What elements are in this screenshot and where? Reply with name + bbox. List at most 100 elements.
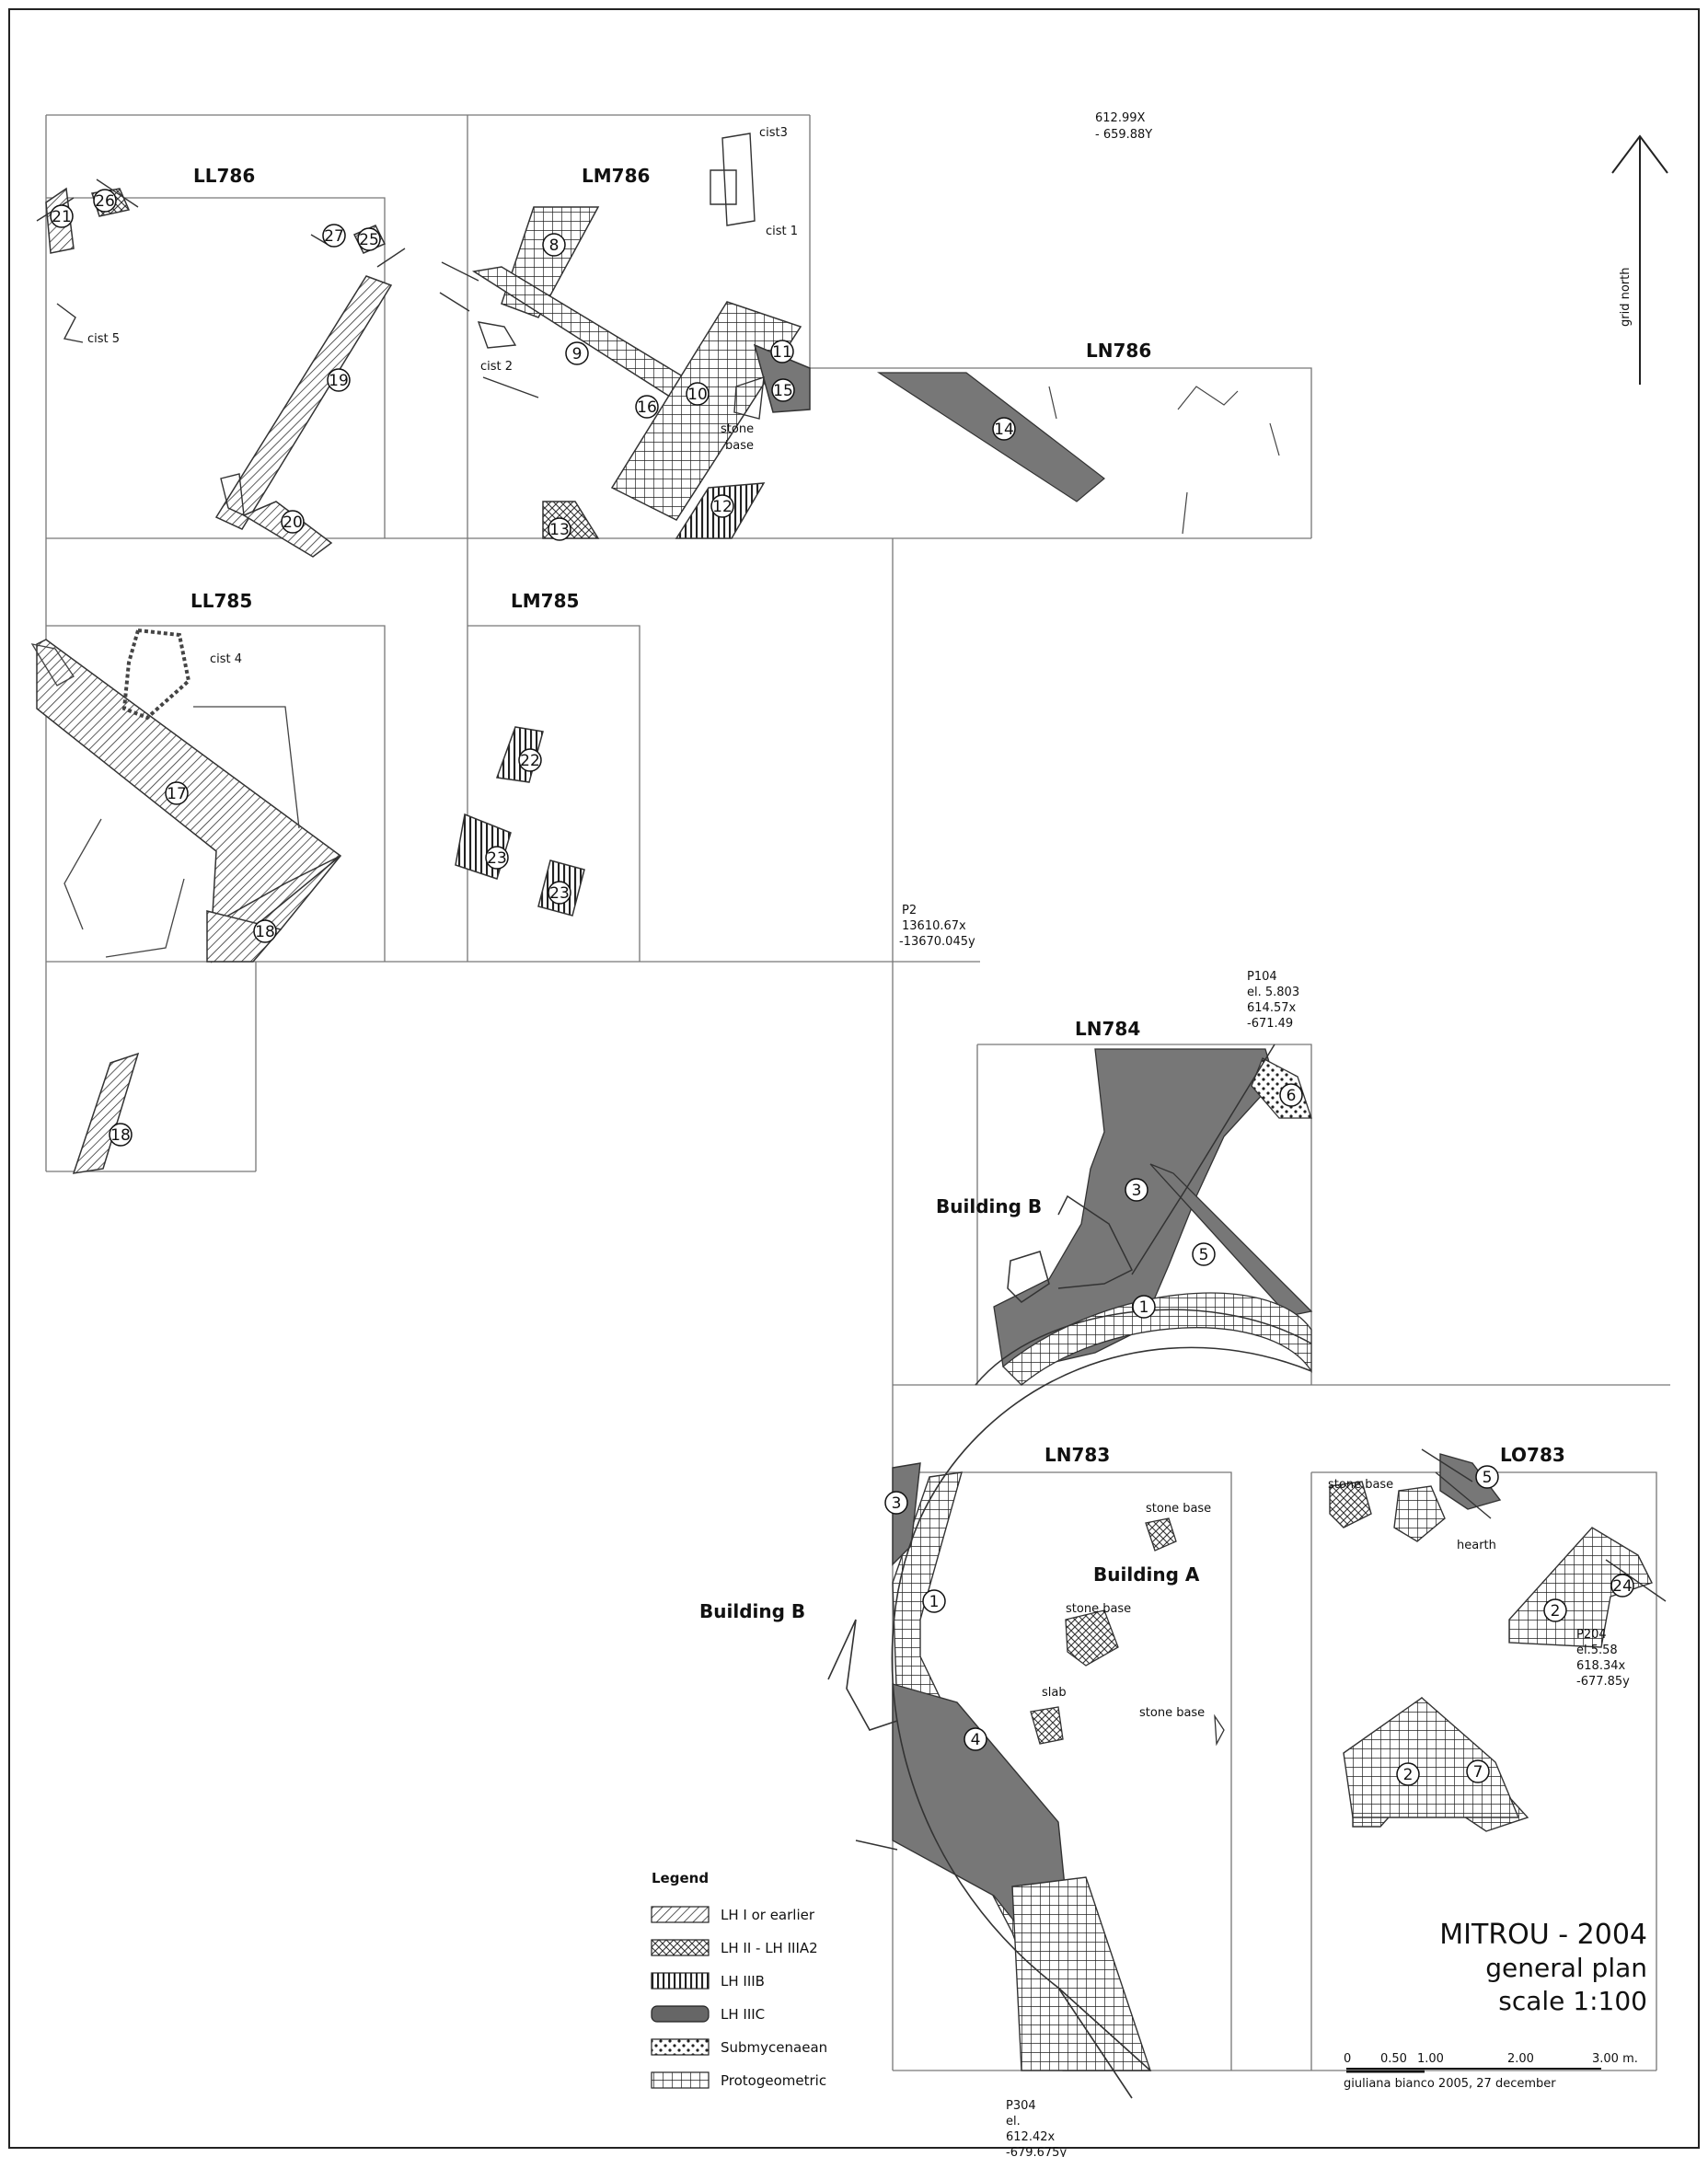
legend-swatch-lh1 (651, 1906, 710, 1923)
wall-marker-24 (1610, 1574, 1634, 1598)
wall-marker-1b (922, 1589, 946, 1613)
misc-lines-lm786 (439, 133, 765, 420)
walls-ll785 (36, 639, 342, 963)
wall-marker-2b (1396, 1762, 1420, 1786)
square-label-ll786: LL786 (193, 165, 255, 187)
p204-x: 618.34x (1576, 1659, 1625, 1673)
wall-number-7: 7 (1473, 1763, 1483, 1782)
wall-marker-23a (485, 846, 509, 870)
legend-label-protogeometric: Protogeometric (721, 2072, 826, 2089)
wall-number-9: 9 (572, 345, 583, 363)
wall-marker-16 (635, 395, 659, 419)
coord-top-y: - 659.88Y (1095, 128, 1152, 142)
wall-number-27: 27 (324, 227, 344, 246)
legend-label-lh1: LH I or earlier (721, 1907, 815, 1923)
building-b-label-1: Building B (936, 1195, 1042, 1217)
legend-label-lh3c: LH IIIC (721, 2006, 765, 2023)
wall-number-1a: 1 (1139, 1298, 1149, 1317)
legend-swatch-lh2 (651, 1939, 710, 1956)
cist-5-label: cist 5 (87, 332, 120, 346)
wall-number-16: 16 (637, 398, 657, 417)
wall-number-25: 25 (359, 231, 379, 249)
cist-4-label: cist 4 (210, 652, 242, 666)
square-label-lo783: LO783 (1500, 1444, 1565, 1466)
wall-marker-26 (93, 189, 117, 213)
wall-marker-6 (1279, 1083, 1303, 1107)
scale-bar-icon (1346, 2068, 1601, 2073)
legend-label-submycenaean: Submycenaean (721, 2039, 827, 2056)
wall-marker-23b (548, 881, 571, 905)
wall-number-5a: 5 (1199, 1246, 1209, 1264)
wall-number-10: 10 (687, 386, 708, 404)
p304-x: 612.42x (1006, 2130, 1055, 2144)
wall-marker-18a (253, 919, 277, 943)
stone-base-label-2: stone base (1066, 1602, 1131, 1616)
wall-18-lower-shape (72, 1052, 140, 1174)
scale-tick-100: 1.00 (1417, 2052, 1444, 2066)
p2-label: P2 (902, 904, 917, 917)
p104-label: P104 (1247, 970, 1277, 984)
legend-swatch-submycenaean (651, 2038, 710, 2056)
square-label-ln786: LN786 (1086, 340, 1151, 362)
wall-number-12: 12 (712, 498, 733, 516)
wall-marker-12 (710, 494, 734, 518)
misc-lines-lo783 (1421, 1448, 1667, 1602)
wall-number-26: 26 (95, 192, 115, 211)
wall-number-4: 4 (971, 1731, 981, 1749)
hearth-label: hearth (1457, 1539, 1496, 1552)
wall-number-22: 22 (520, 752, 540, 770)
wall-number-23b: 23 (549, 884, 570, 903)
legend-title: Legend (652, 1870, 709, 1886)
wall-marker-8 (542, 233, 566, 257)
square-label-ll785: LL785 (190, 590, 252, 612)
wall-marker-21 (50, 204, 74, 228)
scale-tick-300: 3.00 m. (1592, 2052, 1638, 2066)
wall-number-3b: 3 (892, 1494, 902, 1513)
wall-marker-5a (1192, 1242, 1216, 1266)
scale-tick-200: 2.00 (1507, 2052, 1534, 2066)
p2-y: -13670.045y (899, 935, 975, 949)
wall-marker-2a (1543, 1598, 1567, 1622)
square-label-lm786: LM786 (582, 165, 650, 187)
legend-label-lh3b: LH IIIB (721, 1973, 765, 1990)
wall-number-3a: 3 (1132, 1182, 1142, 1200)
scale-tick-050: 0.50 (1380, 2052, 1407, 2066)
wall-marker-10 (686, 382, 710, 406)
wall-markers (50, 189, 1634, 1786)
wall-marker-4 (964, 1727, 987, 1751)
wall-marker-25 (357, 227, 381, 251)
wall-marker-19 (327, 368, 351, 392)
wall-marker-11 (770, 340, 794, 363)
p304-label: P304 (1006, 2099, 1036, 2113)
coord-top-x: 612.99X (1095, 111, 1145, 125)
page-frame (8, 8, 1700, 2149)
legend-swatch-protogeometric (651, 2071, 710, 2089)
wall-marker-13 (548, 517, 571, 541)
wall-number-20: 20 (283, 513, 303, 532)
stone-base-label-1: stone base (1146, 1502, 1211, 1516)
wall-number-1b: 1 (929, 1593, 940, 1611)
slab-label: slab (1042, 1686, 1067, 1700)
cist-2-label: cist 2 (480, 360, 513, 374)
wall-marker-9 (565, 341, 589, 365)
credit-line: giuliana bianco 2005, 27 december (1344, 2077, 1556, 2091)
wall-number-2a: 2 (1551, 1602, 1561, 1621)
wall-14-shape (876, 372, 1105, 502)
wall-marker-5b (1475, 1465, 1499, 1489)
wall-marker-20 (281, 510, 305, 534)
north-label: grid north (1619, 268, 1633, 327)
wall-marker-3b (884, 1491, 908, 1515)
square-label-ln784: LN784 (1075, 1018, 1140, 1040)
building-outlines (975, 1044, 1312, 1386)
building-a-label: Building A (1093, 1563, 1200, 1586)
wall-number-11: 11 (772, 343, 792, 362)
features-ln783 (1030, 1517, 1225, 1747)
p304-y: -679.675y (1006, 2146, 1067, 2157)
wall-marker-22 (518, 748, 542, 772)
misc-lines-ll785 (30, 628, 300, 958)
wall-number-18a: 18 (255, 923, 275, 941)
base-label: base (725, 439, 754, 453)
p104-el: el. 5.803 (1247, 986, 1299, 999)
walls-lo783 (1329, 1453, 1653, 1832)
